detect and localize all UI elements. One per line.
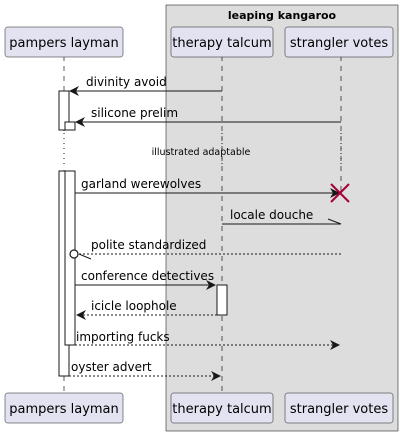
group-title: leaping kangaroo: [228, 9, 337, 22]
message-label: locale douche: [230, 208, 313, 222]
message-label: conference detectives: [81, 269, 214, 283]
participant-group-box: [165, 4, 399, 432]
participant-label: strangler votes: [290, 402, 389, 417]
open-arrowhead: [78, 253, 92, 260]
message-label: oyster advert: [71, 360, 152, 374]
participant-therapy-bottom[interactable]: therapy talcum: [170, 392, 274, 424]
message-label: importing fucks: [76, 330, 170, 344]
participant-label: therapy talcum: [172, 36, 271, 51]
half-arrowhead: [327, 218, 342, 225]
message-label: divinity avoid: [86, 75, 167, 89]
participant-therapy-top[interactable]: therapy talcum: [170, 26, 274, 58]
message-label: polite standardized: [91, 238, 206, 252]
message-label: silicone prelim: [91, 106, 178, 120]
participant-strangler-bottom[interactable]: strangler votes: [284, 392, 394, 424]
message-label: icicle loophole: [91, 299, 177, 313]
participant-label: pampers layman: [9, 36, 119, 51]
activation-pampers-2: [64, 121, 76, 131]
participant-pampers-top[interactable]: pampers layman: [4, 26, 124, 58]
participant-label: strangler votes: [290, 36, 389, 51]
participant-pampers-bottom[interactable]: pampers layman: [4, 392, 124, 424]
separator-label: illustrated adaptable: [152, 147, 251, 158]
message-label: garland werewolves: [81, 177, 201, 191]
activation-pampers-1: [58, 90, 70, 131]
activation-therapy: [216, 284, 228, 316]
participant-label: therapy talcum: [172, 402, 271, 417]
destroy-cross-icon: [330, 183, 350, 203]
circle-end-icon: [69, 249, 79, 259]
participant-strangler-top[interactable]: strangler votes: [284, 26, 394, 58]
participant-label: pampers layman: [9, 402, 119, 417]
